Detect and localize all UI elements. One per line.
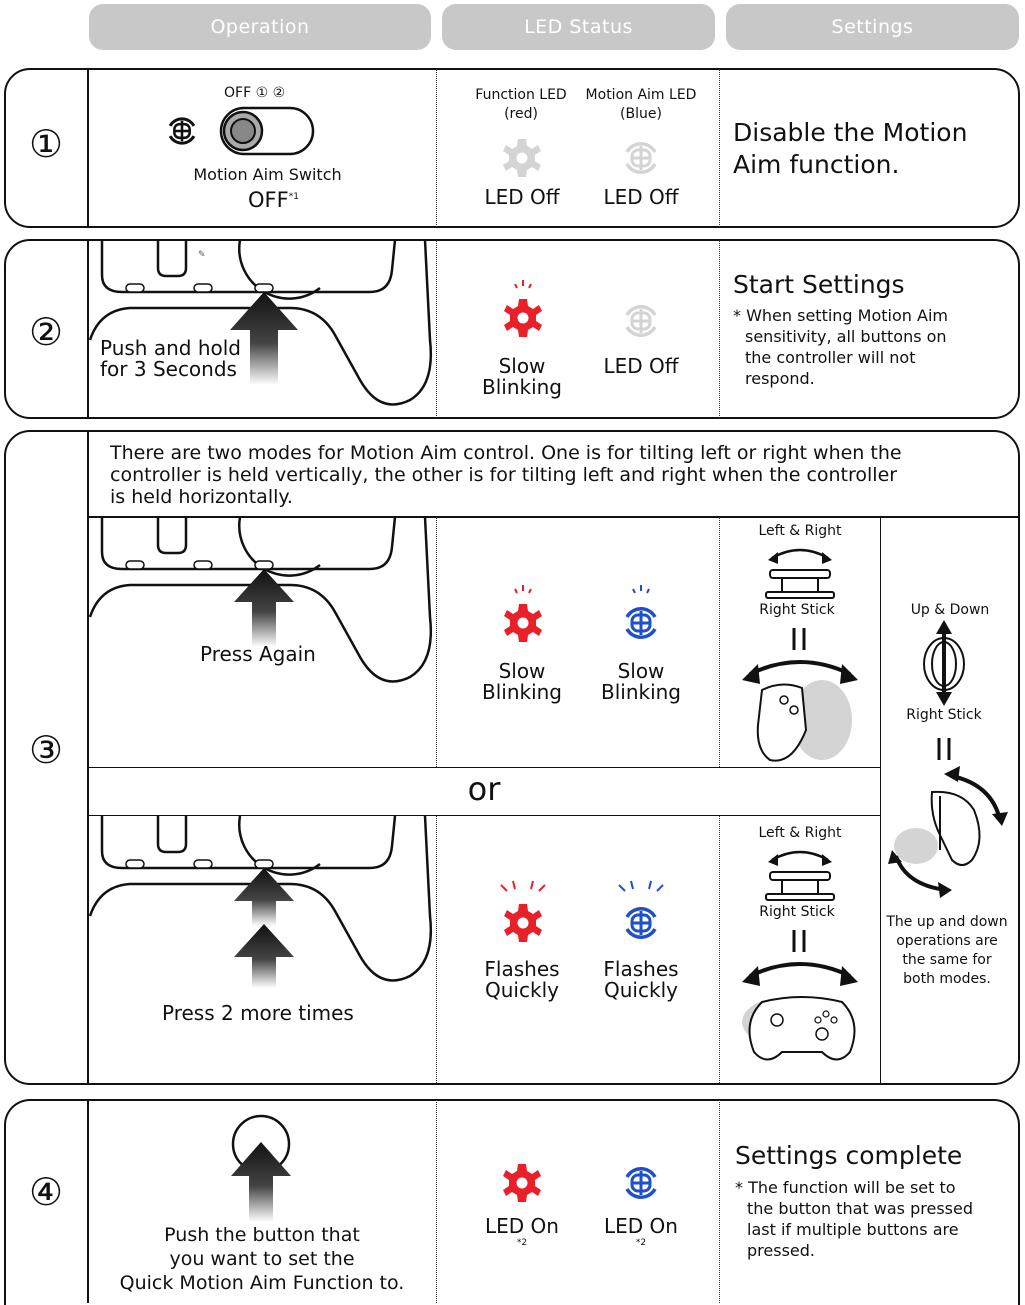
header-operation: Operation <box>89 4 431 50</box>
function-led-icon <box>503 139 541 177</box>
step1-panel <box>4 68 1020 228</box>
step2-setting-note: * When setting Motion Aim sensitivity, a… <box>733 306 948 388</box>
push-button-illustration <box>231 1114 291 1222</box>
mode-a-direction: Left & Right <box>758 523 842 539</box>
mode-b-operation: Press 2 more times <box>162 1001 354 1025</box>
step4-setting-note: * The function will be set to the button… <box>735 1178 973 1260</box>
function-led-status: LED Off <box>484 185 560 209</box>
updown-direction: Up & Down <box>910 602 990 618</box>
mode-b-function-led-icon <box>500 880 546 942</box>
header-settings: Settings <box>726 4 1019 50</box>
updown-stick-label: Right Stick <box>882 707 1006 723</box>
mode-b-direction: Left & Right <box>758 825 842 841</box>
motion-aim-switch-icon <box>168 106 315 156</box>
step3-intro: There are two modes for Motion Aim contr… <box>110 442 902 508</box>
updown-stick-illustration <box>888 620 1008 898</box>
controller-top-illustration: ✎ <box>88 239 432 406</box>
header-led-status: LED Status <box>442 4 715 50</box>
switch-positions: OFF ① ② <box>224 85 286 101</box>
svg-text:✎: ✎ <box>198 250 206 260</box>
step4-setting-title: Settings complete <box>735 1141 963 1170</box>
or-divider: or <box>467 770 501 808</box>
function-led-header: Function LED(red) <box>475 87 567 122</box>
mode-a-operation: Press Again <box>200 642 316 666</box>
step3-number: ③ <box>28 728 64 772</box>
step2-panel <box>4 239 1020 419</box>
motion-aim-led-status: LED Off <box>603 185 679 209</box>
step3-panel <box>4 430 1020 1085</box>
mode-a-stick-label: Right Stick <box>722 602 872 618</box>
step4-aim-status: LED On*2 <box>604 1214 678 1249</box>
step2-aim-status: LED Off <box>603 354 679 378</box>
step1-number: ① <box>28 122 64 166</box>
switch-label: Motion Aim Switch <box>193 165 342 184</box>
mode-b-aim-led-icon <box>618 880 664 940</box>
step4-number: ④ <box>28 1170 64 1214</box>
motion-aim-led-on-icon <box>625 1166 657 1200</box>
motion-aim-led-off-icon <box>625 304 657 338</box>
mode-b-stick-illustration <box>742 850 858 1061</box>
step4-panel <box>4 1099 1020 1305</box>
motion-aim-led-header: Motion Aim LED(Blue) <box>585 87 697 122</box>
mode-a-controller-illustration <box>88 516 432 683</box>
function-led-on-icon <box>503 1164 541 1202</box>
step2-number: ② <box>28 310 64 354</box>
step2-setting-title: Start Settings <box>733 270 905 299</box>
mode-b-stick-label: Right Stick <box>722 904 872 920</box>
mode-b-controller-illustration <box>88 815 432 988</box>
mode-a-aim-led-icon <box>625 585 657 640</box>
mode-a-stick-illustration <box>742 548 858 762</box>
switch-state: OFF*1 <box>248 188 299 212</box>
mode-a-function-led-icon <box>504 585 542 642</box>
function-led-blinking-icon <box>504 280 542 337</box>
motion-aim-led-icon <box>625 141 657 175</box>
step4-function-status: LED On*2 <box>485 1214 559 1249</box>
